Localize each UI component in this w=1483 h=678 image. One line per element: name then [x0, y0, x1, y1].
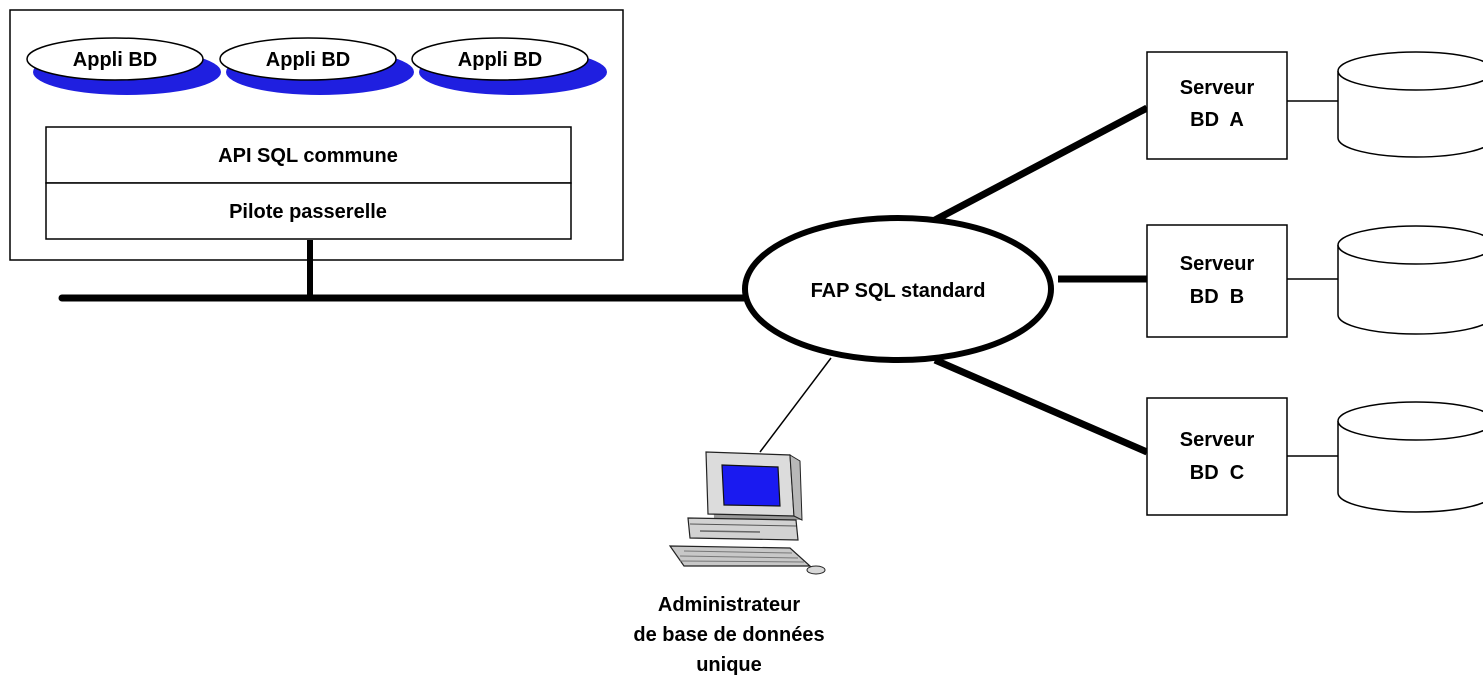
app-node-2: Appli BD: [219, 37, 414, 95]
server-box: [1146, 224, 1288, 338]
app-node-3: Appli BD: [411, 37, 607, 95]
server-box: [1146, 397, 1288, 516]
link-server-a: [933, 104, 1149, 224]
driver-layer-label: Pilote passerelle: [229, 201, 387, 223]
app-node-1: Appli BD: [26, 37, 221, 95]
cylinder-top: [1337, 401, 1483, 441]
app-node-label: Appli BD: [73, 49, 157, 71]
cylinder-top: [1337, 225, 1483, 265]
app-node-ellipse: [219, 37, 397, 81]
server-a: Serveur BD A: [1146, 51, 1288, 160]
admin-label-line3: unique: [696, 654, 762, 676]
server-label-line2: BD B: [1190, 286, 1244, 308]
server-box: [1146, 51, 1288, 160]
server-label-line2: BD C: [1190, 462, 1244, 484]
app-node-ellipse: [26, 37, 204, 81]
database-cylinder-c: [1337, 401, 1483, 513]
app-node-label: Appli BD: [266, 49, 350, 71]
gateway-ellipse: [742, 215, 1054, 363]
database-cylinder-b: [1337, 225, 1483, 335]
cylinder-body: [1337, 421, 1483, 513]
server-label-line1: Serveur: [1180, 429, 1255, 451]
database-cylinder-a: [1337, 51, 1483, 158]
cylinder-top: [1337, 51, 1483, 91]
link-admin: [759, 357, 832, 453]
app-node-label: Appli BD: [458, 49, 542, 71]
cylinder-body: [1337, 71, 1483, 158]
server-label-line2: BD A: [1190, 109, 1244, 131]
server-c: Serveur BD C: [1146, 397, 1288, 516]
admin-label-line2: de base de données: [633, 624, 824, 646]
link-server-c: [933, 356, 1149, 456]
server-b: Serveur BD B: [1146, 224, 1288, 338]
server-label-line1: Serveur: [1180, 253, 1255, 275]
app-node-ellipse: [411, 37, 589, 81]
cylinder-body: [1337, 245, 1483, 335]
gateway-label: FAP SQL standard: [811, 280, 986, 302]
driver-layer-box: [45, 182, 572, 240]
server-label-line1: Serveur: [1180, 77, 1255, 99]
computer-icon: [668, 451, 826, 575]
admin-label-line1: Administrateur: [658, 594, 800, 616]
api-layer-label: API SQL commune: [218, 145, 398, 167]
api-layer-box: [45, 126, 572, 184]
